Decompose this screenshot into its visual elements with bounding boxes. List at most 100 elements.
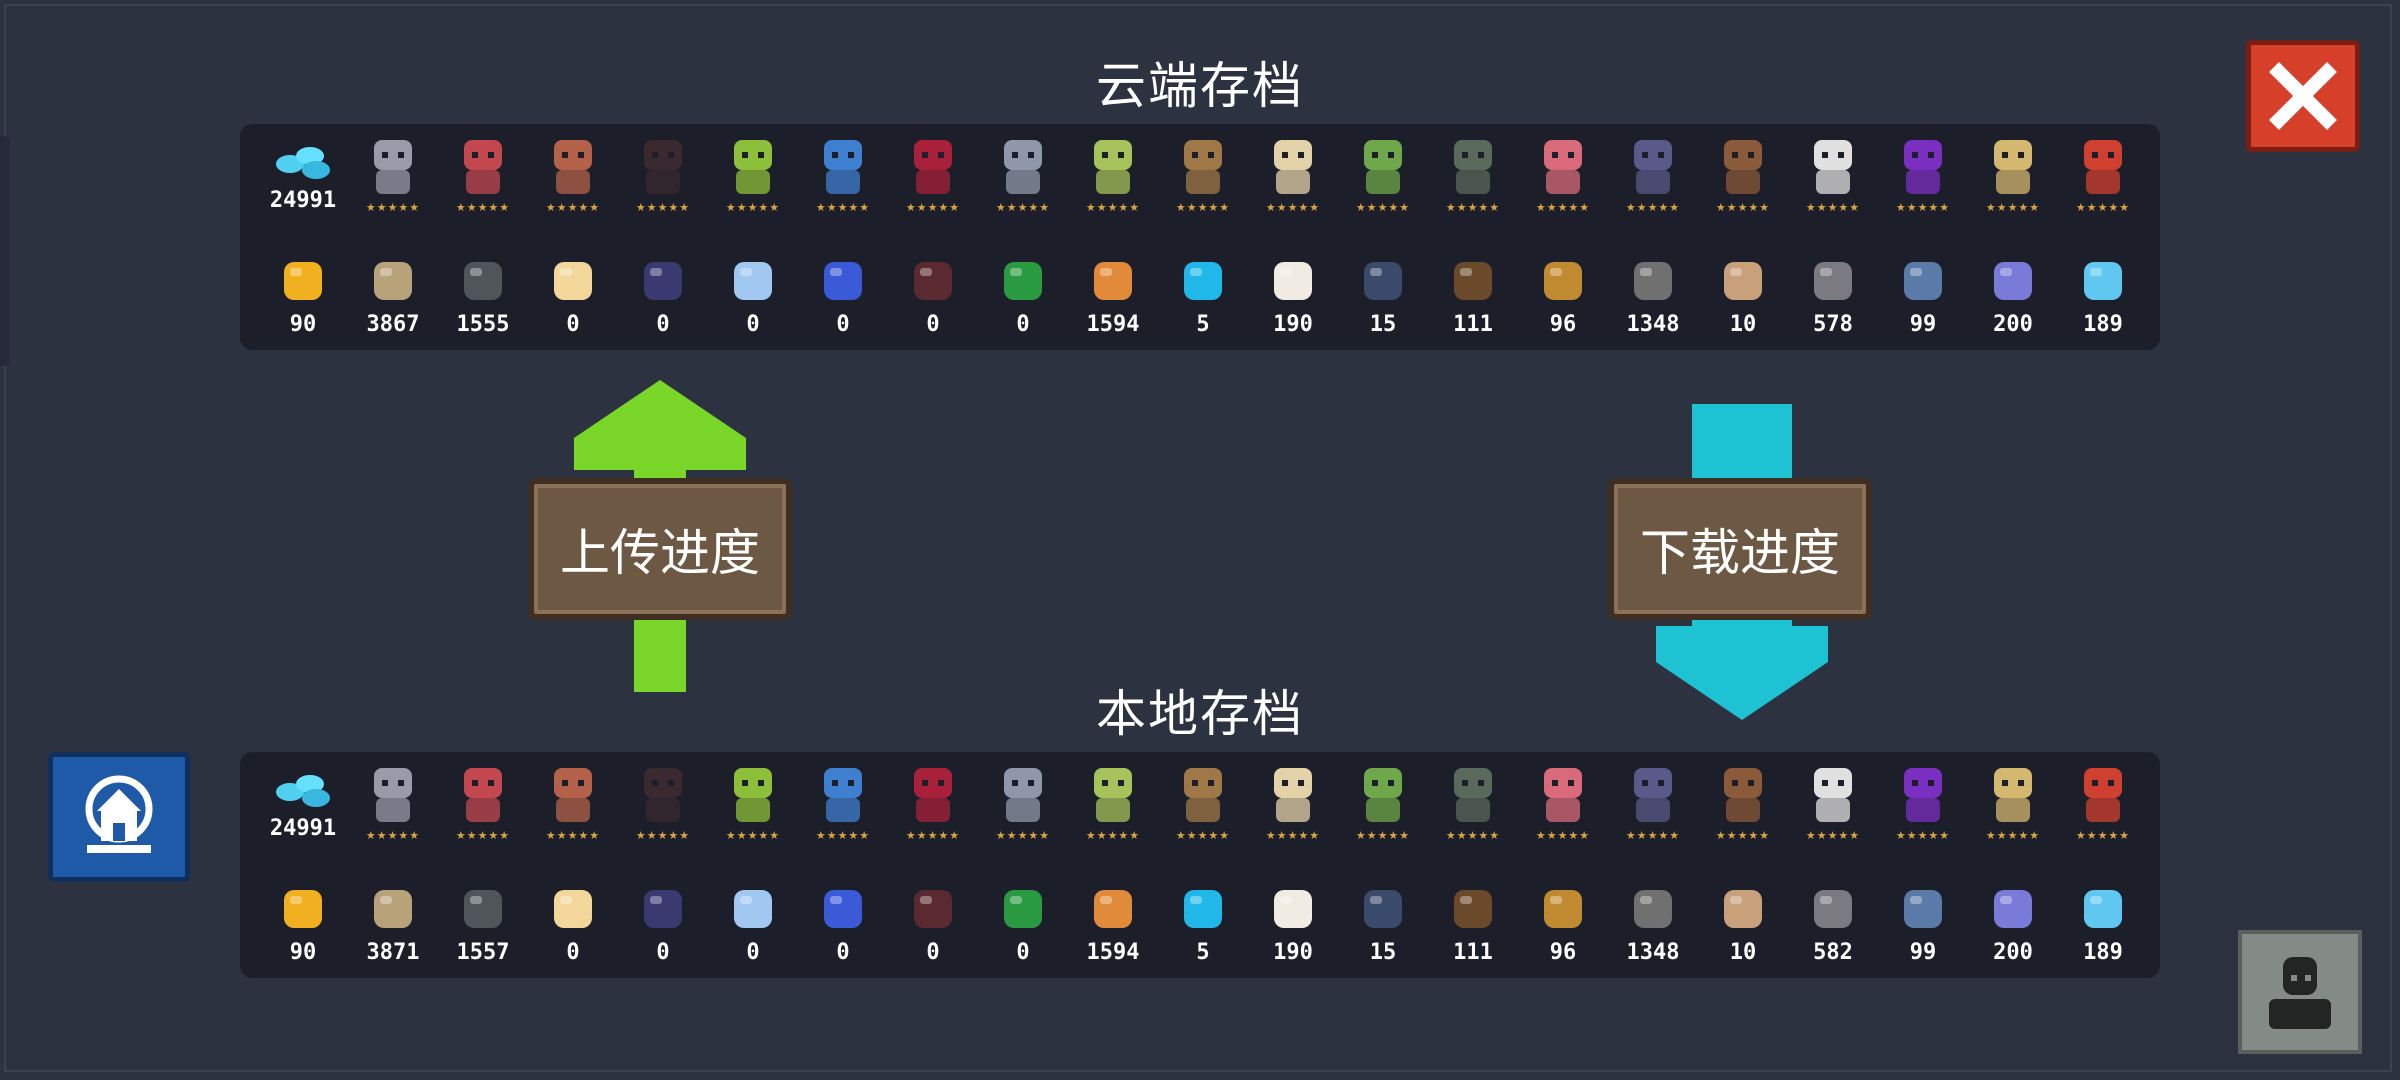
flour-sack-icon xyxy=(1266,254,1320,308)
local-character-slot[interactable]: ★★★★★ xyxy=(978,762,1068,842)
star-rating-icon: ★★★★★ xyxy=(815,201,871,214)
crystal-icon xyxy=(726,254,780,308)
gem-icon xyxy=(276,775,330,807)
cloud-character-slot[interactable]: ★★★★★ xyxy=(1968,134,2058,214)
cloud-character-slot[interactable]: ★★★★★ xyxy=(1428,134,1518,214)
cloud-character-slot[interactable]: ★★★★★ xyxy=(888,134,978,214)
cloud-material-slot: 1555 xyxy=(438,254,528,337)
cloud-character-slot[interactable]: ★★★★★ xyxy=(2058,134,2148,214)
scroll-icon xyxy=(996,882,1050,936)
local-material-slot: 1594 xyxy=(1068,882,1158,965)
local-material-count: 200 xyxy=(1993,940,2033,965)
local-save-title: 本地存档 xyxy=(1096,685,1304,743)
copper-ore-icon xyxy=(1086,882,1140,936)
local-character-slot[interactable]: ★★★★★ xyxy=(438,762,528,842)
local-character-slot[interactable]: ★★★★★ xyxy=(1248,762,1338,842)
side-drawer-handle[interactable] xyxy=(0,136,10,366)
wizard-icon xyxy=(1890,762,1956,828)
local-character-slot[interactable]: ★★★★★ xyxy=(1608,762,1698,842)
local-material-slot: 99 xyxy=(1878,882,1968,965)
cloud-character-slot[interactable]: ★★★★★ xyxy=(1158,134,1248,214)
vampire-icon xyxy=(900,134,966,200)
scroll-icon xyxy=(996,254,1050,308)
cloud-character-slot[interactable]: ★★★★★ xyxy=(1608,134,1698,214)
local-material-slot: 190 xyxy=(1248,882,1338,965)
cloud-material-count: 96 xyxy=(1549,312,1577,337)
upload-progress-button[interactable]: 上传进度 xyxy=(528,478,792,620)
cloud-character-slot[interactable]: ★★★★★ xyxy=(1878,134,1968,214)
cloud-material-count: 5 xyxy=(1196,312,1210,337)
local-character-slot[interactable]: ★★★★★ xyxy=(798,762,888,842)
cloud-character-slot[interactable]: ★★★★★ xyxy=(798,134,888,214)
star-rating-icon: ★★★★★ xyxy=(1445,829,1501,842)
elf-icon xyxy=(1080,762,1146,828)
local-character-slot[interactable]: ★★★★★ xyxy=(1698,762,1788,842)
local-character-slot[interactable]: ★★★★★ xyxy=(618,762,708,842)
cloud-material-slot: 189 xyxy=(2058,254,2148,337)
local-character-slot[interactable]: ★★★★★ xyxy=(1338,762,1428,842)
local-character-slot[interactable]: ★★★★★ xyxy=(1068,762,1158,842)
local-character-slot[interactable]: ★★★★★ xyxy=(1158,762,1248,842)
local-character-slot[interactable]: ★★★★★ xyxy=(708,762,798,842)
assassin-icon xyxy=(630,134,696,200)
cloud-character-slot[interactable]: ★★★★★ xyxy=(438,134,528,214)
cloud-character-slot[interactable]: ★★★★★ xyxy=(1518,134,1608,214)
cloud-material-count: 0 xyxy=(836,312,850,337)
local-character-slot[interactable]: ★★★★★ xyxy=(1428,762,1518,842)
local-character-slot[interactable]: ★★★★★ xyxy=(1878,762,1968,842)
gold-coin-icon xyxy=(276,882,330,936)
local-material-count: 189 xyxy=(2083,940,2123,965)
cloud-material-slot: 0 xyxy=(618,254,708,337)
priestess-icon xyxy=(1260,134,1326,200)
local-character-slot[interactable]: ★★★★★ xyxy=(528,762,618,842)
cloud-character-slot[interactable]: ★★★★★ xyxy=(708,134,798,214)
star-rating-icon: ★★★★★ xyxy=(455,829,511,842)
cloud-character-slot[interactable]: ★★★★★ xyxy=(978,134,1068,214)
ice-crystal-icon xyxy=(2076,882,2130,936)
cloth-icon xyxy=(366,254,420,308)
monk-icon xyxy=(1800,762,1866,828)
cloud-material-slot: 578 xyxy=(1788,254,1878,337)
cloud-character-slot[interactable]: ★★★★★ xyxy=(1068,134,1158,214)
cloud-character-slot[interactable]: ★★★★★ xyxy=(1788,134,1878,214)
local-material-count: 111 xyxy=(1453,940,1493,965)
account-button[interactable] xyxy=(2238,930,2362,1054)
fabric-icon xyxy=(1896,254,1950,308)
cloud-material-count: 1555 xyxy=(456,312,510,337)
cloud-character-slot[interactable]: ★★★★★ xyxy=(618,134,708,214)
star-rating-icon: ★★★★★ xyxy=(725,201,781,214)
local-character-slot[interactable]: ★★★★★ xyxy=(348,762,438,842)
local-character-row: 24991★★★★★★★★★★★★★★★★★★★★★★★★★★★★★★★★★★★… xyxy=(258,762,2148,842)
local-material-count: 0 xyxy=(836,940,850,965)
local-material-slot: 15 xyxy=(1338,882,1428,965)
local-material-count: 96 xyxy=(1549,940,1577,965)
download-progress-button[interactable]: 下载进度 xyxy=(1608,478,1872,620)
cloud-character-slot[interactable]: ★★★★★ xyxy=(1338,134,1428,214)
cloud-character-slot[interactable]: ★★★★★ xyxy=(528,134,618,214)
local-character-slot[interactable]: ★★★★★ xyxy=(1518,762,1608,842)
close-button[interactable] xyxy=(2246,40,2360,152)
star-rating-icon: ★★★★★ xyxy=(365,201,421,214)
local-material-count: 0 xyxy=(566,940,580,965)
cloud-character-slot[interactable]: ★★★★★ xyxy=(1248,134,1338,214)
local-material-count: 0 xyxy=(656,940,670,965)
cloud-gem-count: 24991 xyxy=(269,188,337,213)
demonmaster-icon xyxy=(2070,762,2136,828)
local-material-count: 0 xyxy=(1016,940,1030,965)
iron-ore-icon xyxy=(456,254,510,308)
local-character-slot[interactable]: ★★★★★ xyxy=(1788,762,1878,842)
home-button[interactable] xyxy=(48,752,190,882)
cloud-material-slot: 200 xyxy=(1968,254,2058,337)
cloud-character-row: 24991★★★★★★★★★★★★★★★★★★★★★★★★★★★★★★★★★★★… xyxy=(258,134,2148,214)
local-character-slot[interactable]: ★★★★★ xyxy=(888,762,978,842)
local-material-slot: 1348 xyxy=(1608,882,1698,965)
local-material-slot: 0 xyxy=(708,882,798,965)
star-rating-icon: ★★★★★ xyxy=(905,829,961,842)
local-material-count: 0 xyxy=(926,940,940,965)
cloud-character-slot[interactable]: ★★★★★ xyxy=(348,134,438,214)
cloud-material-count: 0 xyxy=(656,312,670,337)
cloud-character-slot[interactable]: ★★★★★ xyxy=(1698,134,1788,214)
local-character-slot[interactable]: ★★★★★ xyxy=(2058,762,2148,842)
local-character-slot[interactable]: ★★★★★ xyxy=(1968,762,2058,842)
